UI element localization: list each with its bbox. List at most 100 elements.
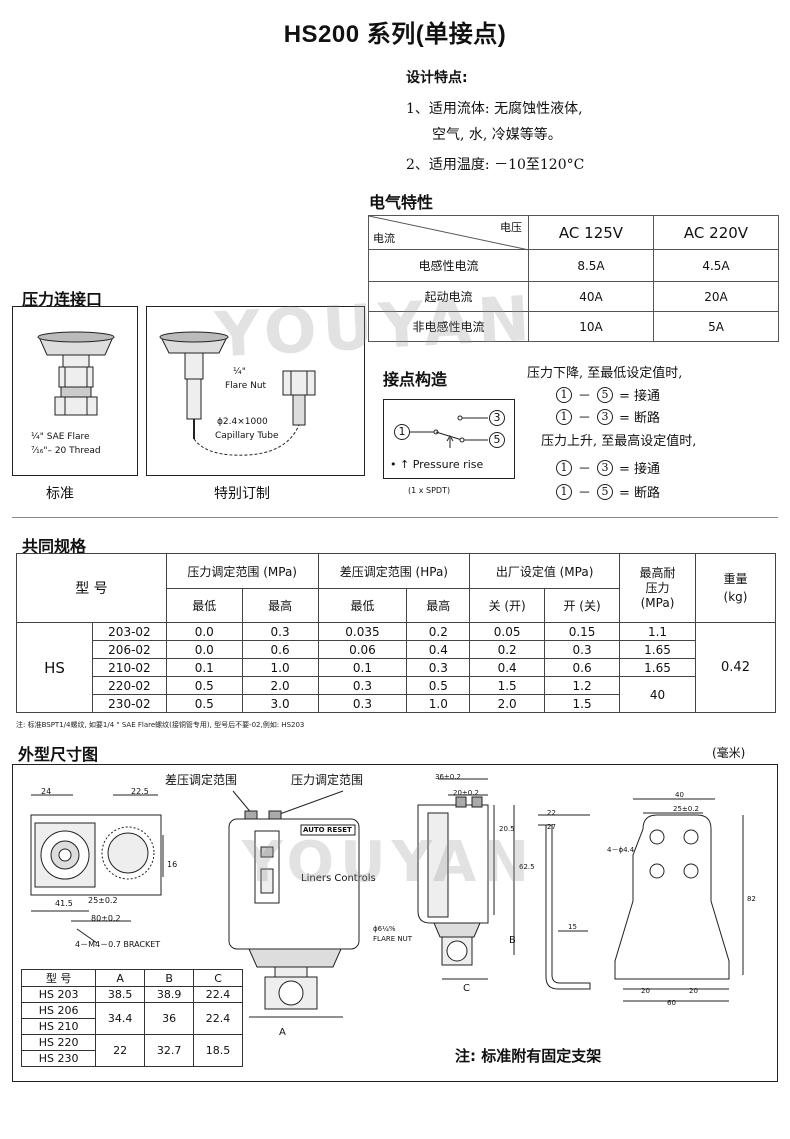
standard-caption: 标准 (46, 486, 74, 502)
max-pressure-line-3: (MPa) (640, 595, 675, 610)
dim-4-hole: 4－ϕ4.4 (607, 846, 635, 854)
cell-value: 22 (95, 1034, 146, 1067)
dim-40: 40 (675, 791, 684, 799)
dims-col-c: C (193, 969, 243, 987)
cell-value: 38.9 (144, 986, 195, 1003)
terminal-5-icon: 5 (597, 483, 614, 500)
rise-rule-1: 1 － 3 = 接通 (556, 458, 660, 477)
terminal-5-icon: 5 (489, 432, 505, 448)
model-cell: 206-02 (92, 640, 167, 659)
design-item-1-line-1: 1、适用流体: 无腐蚀性液体, (406, 101, 583, 117)
cell-value: 0.0 (165, 622, 243, 641)
table-row: HS 230 (20, 1050, 243, 1067)
electrical-table: 电压 电流 AC 125V AC 220V 电感性电流 8.5A 4.5A 起动… (368, 215, 779, 342)
table-row: 非电感性电流 10A 5A (368, 311, 779, 342)
model-cell: HS 203 (20, 986, 97, 1003)
cell-value: 0.4 (406, 640, 471, 659)
sub-on: 开 (关) (544, 588, 620, 623)
terminal-1-icon: 1 (556, 408, 572, 425)
table-row: HS 206 34.4 36 22.4 (20, 1002, 243, 1035)
col-factory-setting: 出厂设定值 (MPa) (469, 553, 620, 589)
dim-24: 24 (41, 787, 52, 796)
dimensions-box: 24 22.5 16 41.5 25±0.2 80±0.2 4－M4－0.7 B… (12, 764, 778, 1082)
spdt-diagram-box: 1 3 5 • ↑ Pressure rise (383, 399, 515, 479)
cell-value: 0.3 (241, 622, 319, 641)
dim-82: 82 (747, 895, 756, 903)
col-weight: 重量 (kg) (695, 553, 776, 623)
cell-value: 20A (653, 281, 779, 312)
custom-connection-box: ¼" Flare Nut ϕ2.4×1000 Capillary Tube (146, 306, 365, 476)
dim-22: 22 (547, 809, 556, 817)
terminal-1-icon: 1 (556, 483, 572, 500)
front-view-drawing (228, 790, 360, 1018)
cell-value: 1.2 (544, 676, 620, 695)
terminal-1-icon: 1 (556, 459, 572, 476)
dim-25-bracket: 25±0.2 (673, 805, 699, 813)
cell-value: 0.06 (317, 640, 408, 659)
model-cell: 220-02 (92, 676, 167, 695)
dimensions-note: 注: 标准附有固定支架 (455, 1047, 602, 1065)
col-pressure-range: 压力调定范围 (MPa) (165, 553, 319, 589)
cell-value: 40A (528, 281, 654, 312)
cell-value: 22.4 (193, 1002, 243, 1035)
cell-value: 0.1 (165, 658, 243, 677)
model-cell: 203-02 (92, 622, 167, 641)
terminal-1-icon: 1 (394, 424, 410, 440)
design-item-1-line-2: 空气, 水, 冷媒等等。 (432, 127, 562, 143)
cell-value: 0.2 (406, 622, 471, 641)
dim-20: 20±0.2 (453, 789, 479, 797)
table-row: 230-02 0.5 3.0 0.3 1.0 2.0 1.5 (17, 694, 776, 713)
cell-value: 40 (619, 676, 696, 713)
rule-text: = 接通 (619, 389, 661, 404)
terminal-3-icon: 3 (597, 408, 614, 425)
cell-value: 0.6 (544, 658, 620, 677)
cell-value: 0.5 (406, 676, 471, 695)
max-pressure-line-1: 最高耐 (639, 565, 676, 580)
cell-value: 1.0 (406, 694, 471, 713)
rule-text: = 接通 (619, 462, 661, 477)
cell-value: 2.0 (241, 676, 319, 695)
corner-voltage-label: 电压 (500, 221, 522, 234)
model-cell: HS 230 (20, 1050, 97, 1067)
table-row: 起动电流 40A 20A (368, 281, 779, 312)
table-row: 206-02 0.0 0.6 0.06 0.4 0.2 0.3 1.65 (17, 640, 776, 659)
cell-value: 22.4 (193, 986, 243, 1003)
cell-value: 32.7 (144, 1034, 195, 1067)
cell-value: 0.4 (469, 658, 546, 677)
rule-text: = 断路 (619, 486, 661, 501)
col-ac125: AC 125V (528, 215, 654, 250)
cell-value: 4.5A (653, 249, 779, 282)
sub-min: 最低 (317, 588, 408, 623)
table-row: HS 203-02 0.0 0.3 0.035 0.2 0.05 0.15 1.… (16, 622, 776, 713)
dash: － (578, 411, 592, 426)
pressure-fall-title: 压力下降, 至最低设定值时, (527, 366, 683, 381)
dim-B: B (509, 935, 516, 946)
diff-range-label: 差压调定范围 (165, 773, 238, 787)
capillary-tube-label: Capillary Tube (215, 431, 279, 441)
page-title: HS200 系列(单接点) (283, 21, 507, 48)
cell-value: 1.1 (619, 622, 696, 641)
rule-text: = 断路 (619, 411, 661, 426)
terminal-5-icon: 5 (597, 386, 614, 403)
cell-value: 2.0 (469, 694, 546, 713)
pressure-connection-heading: 压力连接口 (22, 290, 103, 309)
unit-label: (毫米) (712, 746, 746, 760)
dim-22-5: 22.5 (131, 787, 149, 796)
electrical-heading: 电气特性 (369, 193, 434, 212)
brand-label: Liners Controls (301, 873, 376, 884)
model-cell: 210-02 (92, 658, 167, 677)
cell-value: 34.4 (95, 1002, 146, 1035)
dim-C: C (463, 983, 470, 994)
terminal-1-icon: 1 (556, 386, 572, 403)
cell-value: 0.5 (165, 676, 243, 695)
weight-line-1: 重量 (723, 572, 748, 586)
table-row: HS 220 22 32.7 18.5 (20, 1034, 243, 1067)
cell-value: 10A (528, 311, 654, 342)
dim-41-5: 41.5 (55, 899, 73, 908)
pressure-range-label: 压力调定范围 (291, 773, 364, 787)
custom-fitting-drawing (159, 331, 316, 456)
series-cell: HS (16, 622, 93, 713)
bracket-front-drawing (614, 798, 744, 1002)
cell-value: 0.2 (469, 640, 546, 659)
dim-36: 36±0.2 (435, 773, 461, 781)
